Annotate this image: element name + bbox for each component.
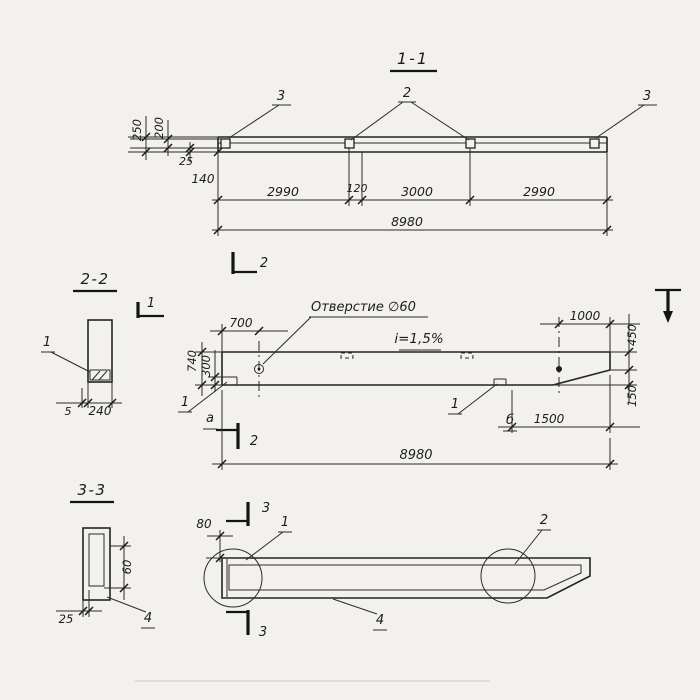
- dim-140: 140: [192, 172, 215, 186]
- callout-1-label: 1: [43, 335, 51, 350]
- callout-1-left-label: 1: [181, 395, 189, 410]
- hole-note-label: Отверстие ∅60: [311, 300, 416, 315]
- section-mark-2-bottom: 2: [216, 423, 258, 449]
- section-mark-1-label: 1: [147, 296, 155, 311]
- callout-1-plan-label: 1: [281, 515, 289, 530]
- detail-b: б: [506, 413, 514, 428]
- section-mark-1-right-arrow: [655, 288, 681, 323]
- dim-2990-left: 2990: [267, 184, 299, 199]
- left-dimensions-top-view: 250 200 25 140: [128, 116, 223, 186]
- view-title-1-1: 1-1: [397, 49, 429, 68]
- hole-right: [556, 317, 562, 397]
- callout-plate-left: 3: [228, 89, 291, 139]
- dim-60: 60: [120, 560, 134, 575]
- hole-left: [254, 341, 264, 397]
- callout-2-label: 2: [403, 86, 411, 101]
- hole-note: Отверстие ∅60: [262, 300, 428, 365]
- section-mark-1-left: 1: [136, 296, 164, 318]
- beam-outline-elevation: [221, 351, 611, 386]
- callout-3-left-label: 3: [277, 89, 285, 104]
- detail-b-label: б: [503, 413, 517, 432]
- total-dimension-top: 8980: [212, 206, 613, 236]
- down-arrow-icon: [663, 311, 673, 323]
- dim-60-group: 60: [104, 536, 134, 600]
- dim-2990-right: 2990: [523, 184, 555, 199]
- view-title-3-3: 3-3: [78, 481, 107, 499]
- top-view: 1-1 3 2 3: [128, 49, 657, 236]
- callout-3-right-label: 3: [643, 89, 651, 104]
- callout-plate-right-plan: 2: [514, 513, 551, 565]
- view-title-2-2: 2-2: [81, 270, 110, 288]
- dim-1500-group: 1500: [498, 375, 640, 433]
- total-dimension-elevation: 8980: [212, 390, 618, 470]
- left-vertical-dims: 740 300: [185, 342, 237, 396]
- callout-channel-4: 4: [106, 596, 155, 629]
- right-vertical-dims: 450 150: [553, 314, 639, 407]
- section-mark-2-top-label: 2: [260, 256, 268, 271]
- dim-1000: 1000: [570, 309, 601, 323]
- dim-8980-top: 8980: [391, 214, 423, 229]
- slope-label: i=1,5%: [394, 331, 443, 347]
- dim-80-group: 80: [196, 517, 233, 563]
- callout-2-plan-label: 2: [540, 513, 548, 528]
- section-mark-3-bottom-label: 3: [259, 625, 267, 640]
- section-3-3: 3-3 60 25 4: [56, 481, 155, 629]
- chained-dimension-line: 2990 120 3000 2990: [212, 148, 613, 206]
- dim-1500: 1500: [534, 412, 565, 426]
- section-mark-2-top: 2: [231, 252, 268, 274]
- detail-circle-left: [203, 548, 263, 608]
- dim-240: 240: [89, 404, 112, 418]
- dim-1000-group: 1000: [540, 309, 640, 352]
- dim-25: 25: [179, 155, 193, 168]
- section-mark-3-top: 3: [226, 501, 270, 526]
- dim-200: 200: [152, 117, 166, 139]
- callout-plate-left-plan: 1: [245, 515, 292, 561]
- dim-5: 5: [65, 405, 72, 418]
- beam-outline-top: [217, 136, 608, 153]
- section-2-2-dimensions: 5 240: [56, 382, 122, 418]
- section-mark-3-top-label: 3: [262, 501, 270, 516]
- detail-circle-right: [480, 548, 536, 604]
- dim-300: 300: [199, 355, 213, 377]
- dim-700: 700: [230, 316, 253, 330]
- callout-plate-left-elevation: 1: [178, 381, 228, 413]
- elevation-view: 2 1: [136, 252, 681, 470]
- section-mark-2-bottom-label: 2: [250, 434, 258, 449]
- callout-plate-1: 1: [41, 335, 91, 373]
- callout-plate-mid: 2: [350, 86, 470, 141]
- section-3-3-inner: [88, 533, 105, 587]
- section-2-2-outline: [87, 319, 113, 383]
- plate-detail-hatched: [89, 369, 111, 381]
- detail-a: а: [206, 411, 214, 426]
- section-2-2: 2-2 1 5 240: [41, 270, 122, 418]
- dim-8980-elevation: 8980: [399, 448, 432, 463]
- detail-a-label: а: [203, 411, 217, 430]
- plan-view: 3 80 1 2 4: [196, 501, 591, 640]
- dim-25-wall: 25: [59, 612, 74, 626]
- callout-4-plan-label: 4: [376, 613, 384, 628]
- dim-80: 80: [196, 517, 212, 531]
- dim-150: 150: [625, 385, 639, 407]
- callout-1-mid-label: 1: [451, 397, 459, 412]
- section-mark-3-bottom: 3: [226, 610, 267, 640]
- embedded-plates: [220, 138, 600, 149]
- dim-3000: 3000: [401, 184, 433, 199]
- dim-700-group: 700: [210, 316, 288, 352]
- dim-120: 120: [347, 182, 368, 195]
- callout-plate-mid-elevation: 1: [448, 383, 498, 415]
- dim-740: 740: [185, 350, 199, 372]
- callout-plate-right: 3: [595, 89, 657, 139]
- callout-channel-plan: 4: [332, 598, 387, 631]
- slope-note: i=1,5%: [394, 331, 444, 351]
- callout-4-label: 4: [144, 611, 152, 626]
- section-3-3-outer: [82, 527, 111, 601]
- dim-450: 450: [625, 324, 639, 346]
- dim-25-group: 25: [56, 590, 102, 626]
- dim-250: 250: [130, 119, 144, 141]
